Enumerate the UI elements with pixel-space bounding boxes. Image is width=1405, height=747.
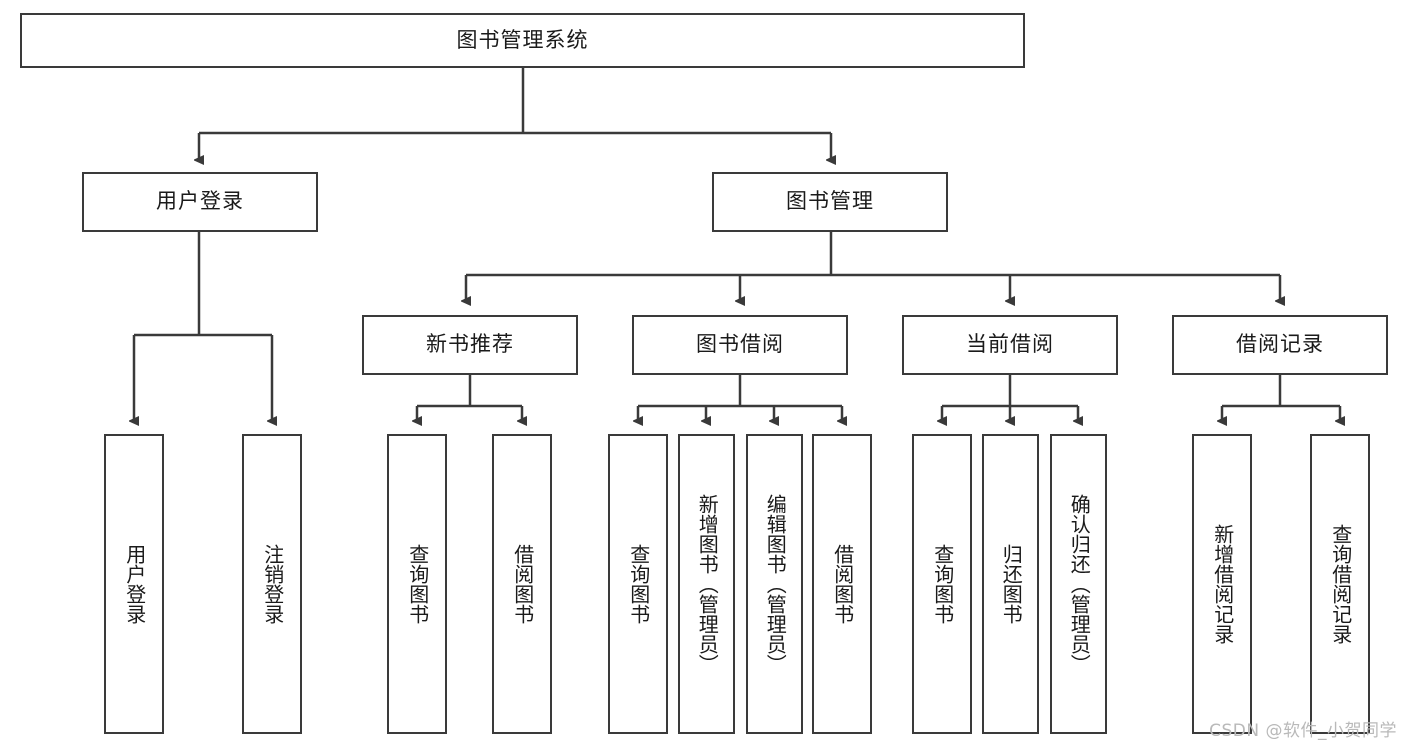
node-leaf-borrow-book-1-label: 借阅图书 (510, 544, 535, 624)
node-book-borrow-label: 图书借阅 (696, 332, 784, 357)
node-leaf-query-book-3-label: 查询图书 (930, 544, 955, 624)
node-leaf-add-book-label: 新增图书（管理员） (695, 494, 720, 674)
node-leaf-user-logout-label: 注销登录 (260, 544, 285, 624)
node-user-login-label: 用户登录 (156, 189, 244, 214)
node-leaf-return-book[interactable]: 归还图书 (982, 434, 1039, 734)
node-leaf-borrow-book-2-label: 借阅图书 (830, 544, 855, 624)
node-leaf-query-record[interactable]: 查询借阅记录 (1310, 434, 1370, 734)
node-leaf-query-book-2-label: 查询图书 (626, 544, 651, 624)
node-leaf-confirm-return-label: 确认归还（管理员） (1067, 494, 1092, 674)
node-borrow-record[interactable]: 借阅记录 (1172, 315, 1388, 375)
node-leaf-confirm-return[interactable]: 确认归还（管理员） (1050, 434, 1107, 734)
node-leaf-add-record-label: 新增借阅记录 (1210, 524, 1235, 644)
node-leaf-user-logout[interactable]: 注销登录 (242, 434, 302, 734)
node-book-management[interactable]: 图书管理 (712, 172, 948, 232)
node-book-management-label: 图书管理 (786, 189, 874, 214)
node-leaf-query-book-3[interactable]: 查询图书 (912, 434, 972, 734)
node-leaf-query-book-2[interactable]: 查询图书 (608, 434, 668, 734)
node-leaf-edit-book-label: 编辑图书（管理员） (763, 494, 788, 674)
node-new-book-recommend-label: 新书推荐 (426, 332, 514, 357)
node-root[interactable]: 图书管理系统 (20, 13, 1025, 68)
node-leaf-user-login-label: 用户登录 (122, 544, 147, 624)
node-leaf-query-book-1[interactable]: 查询图书 (387, 434, 447, 734)
node-leaf-add-book[interactable]: 新增图书（管理员） (678, 434, 735, 734)
node-leaf-borrow-book-1[interactable]: 借阅图书 (492, 434, 552, 734)
node-root-label: 图书管理系统 (456, 27, 589, 52)
node-user-login[interactable]: 用户登录 (82, 172, 318, 232)
node-current-borrow-label: 当前借阅 (966, 332, 1054, 357)
node-new-book-recommend[interactable]: 新书推荐 (362, 315, 578, 375)
node-leaf-add-record[interactable]: 新增借阅记录 (1192, 434, 1252, 734)
node-current-borrow[interactable]: 当前借阅 (902, 315, 1118, 375)
csdn-watermark: CSDN @软件_小贺同学 (1209, 721, 1397, 741)
node-leaf-user-login[interactable]: 用户登录 (104, 434, 164, 734)
node-leaf-edit-book[interactable]: 编辑图书（管理员） (746, 434, 803, 734)
node-leaf-query-book-1-label: 查询图书 (405, 544, 430, 624)
node-leaf-borrow-book-2[interactable]: 借阅图书 (812, 434, 872, 734)
node-book-borrow[interactable]: 图书借阅 (632, 315, 848, 375)
node-leaf-query-record-label: 查询借阅记录 (1328, 524, 1353, 644)
node-leaf-return-book-label: 归还图书 (999, 544, 1024, 624)
node-borrow-record-label: 借阅记录 (1236, 332, 1324, 357)
